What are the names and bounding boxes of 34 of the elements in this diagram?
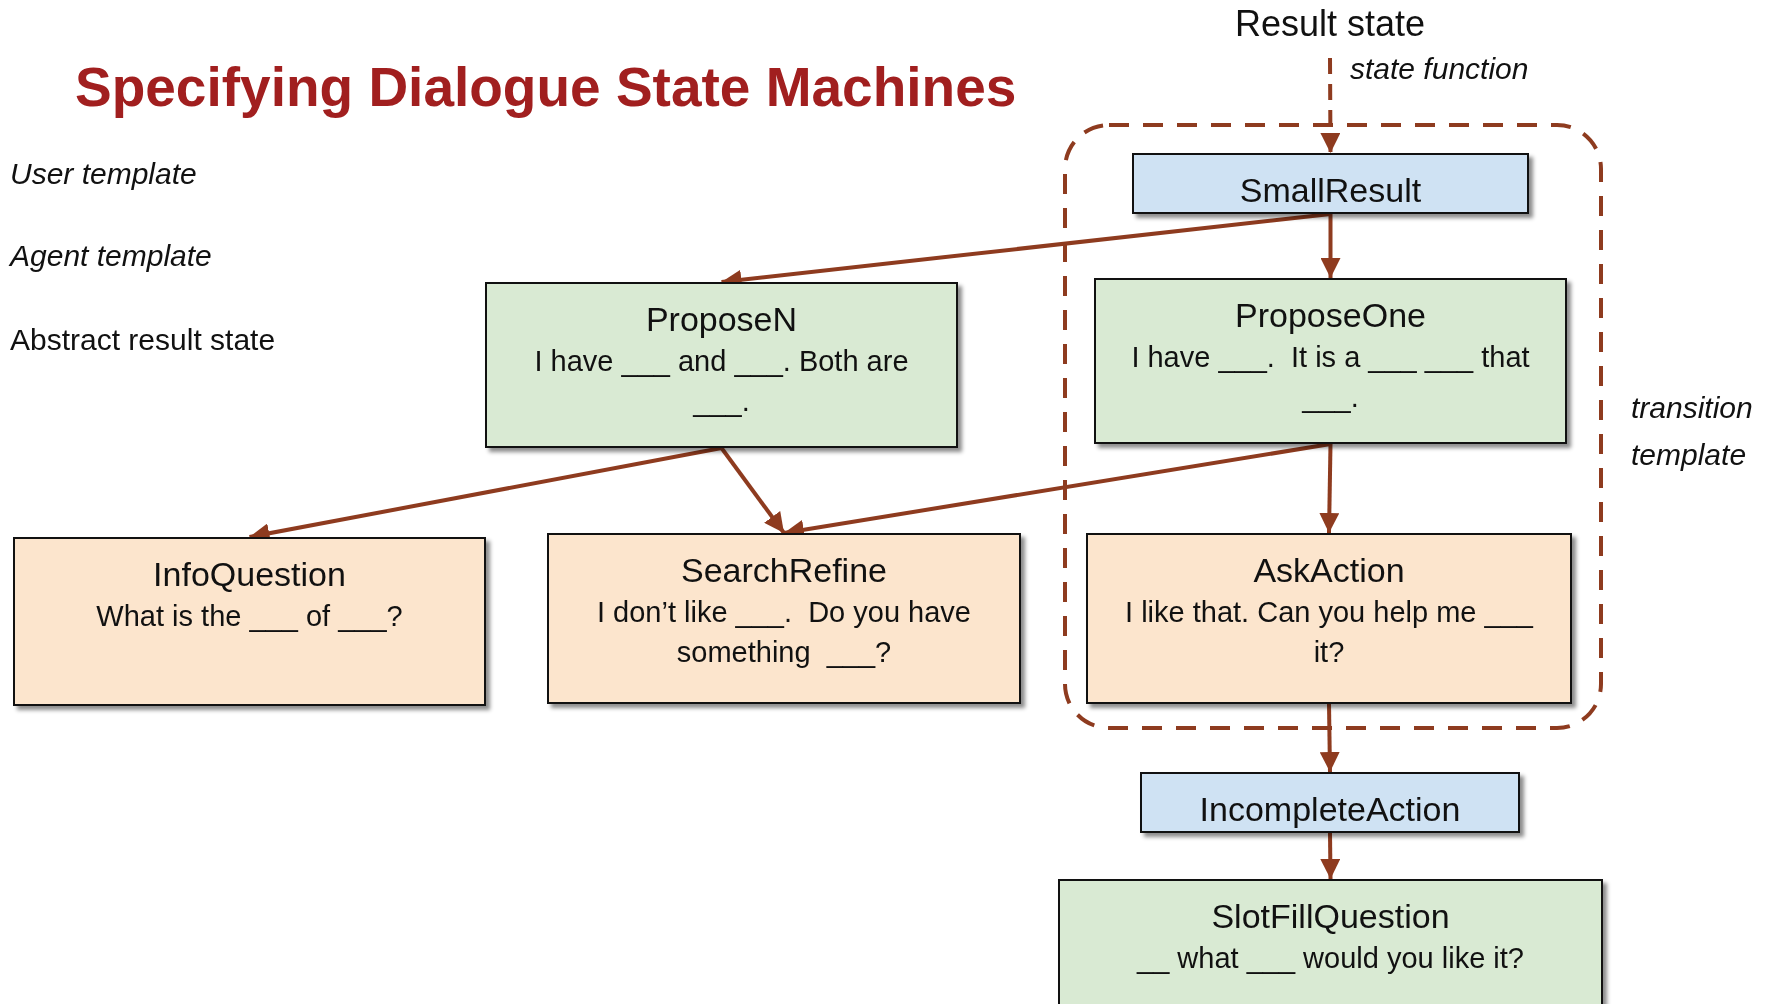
state-name: SearchRefine <box>681 550 887 591</box>
state-box <box>547 533 1021 704</box>
state-box <box>485 282 958 448</box>
arrow <box>1319 703 1340 773</box>
arrow <box>1320 214 1341 278</box>
title: Specifying Dialogue State Machines <box>75 55 1017 119</box>
state-box <box>1058 879 1603 1004</box>
state-name: SmallResult <box>1239 170 1422 211</box>
state-name: AskAction <box>1253 550 1405 591</box>
dashed-arrow <box>1320 58 1341 153</box>
heading-text: Result state <box>1234 1 1426 46</box>
arrow <box>1319 443 1340 534</box>
template-text: __ what ___ would you like it? <box>1135 940 1525 976</box>
state-box <box>1086 533 1572 704</box>
state-box <box>13 537 486 706</box>
state-name: InfoQuestion <box>153 554 346 595</box>
state-name: IncompleteAction <box>1199 789 1461 830</box>
group-label: transition template <box>1631 390 1754 473</box>
template-text: I have ___ and ___. Both are ___. <box>533 343 910 420</box>
arrow <box>719 446 786 535</box>
state-box <box>1094 278 1567 444</box>
state-name: ProposeOne <box>1235 295 1426 336</box>
template-text: What is the ___ of ___? <box>95 598 404 634</box>
annotation-label: User template <box>10 157 197 191</box>
template-text: I like that. Can you help me ___ it? <box>1124 594 1535 671</box>
result-state-box <box>1140 772 1520 833</box>
template-text: I don’t like ___. Do you have something ___? <box>596 594 972 671</box>
template-text: I have ___. It is a ___ ___ that ___. <box>1130 339 1531 416</box>
arrow <box>1320 832 1341 880</box>
result-state-box <box>1132 153 1529 214</box>
annotation-label: Agent template <box>10 239 212 273</box>
annotation-label: Abstract result state <box>10 323 276 357</box>
state-name: ProposeN <box>645 299 798 340</box>
state-name: SlotFillQuestion <box>1211 896 1450 937</box>
